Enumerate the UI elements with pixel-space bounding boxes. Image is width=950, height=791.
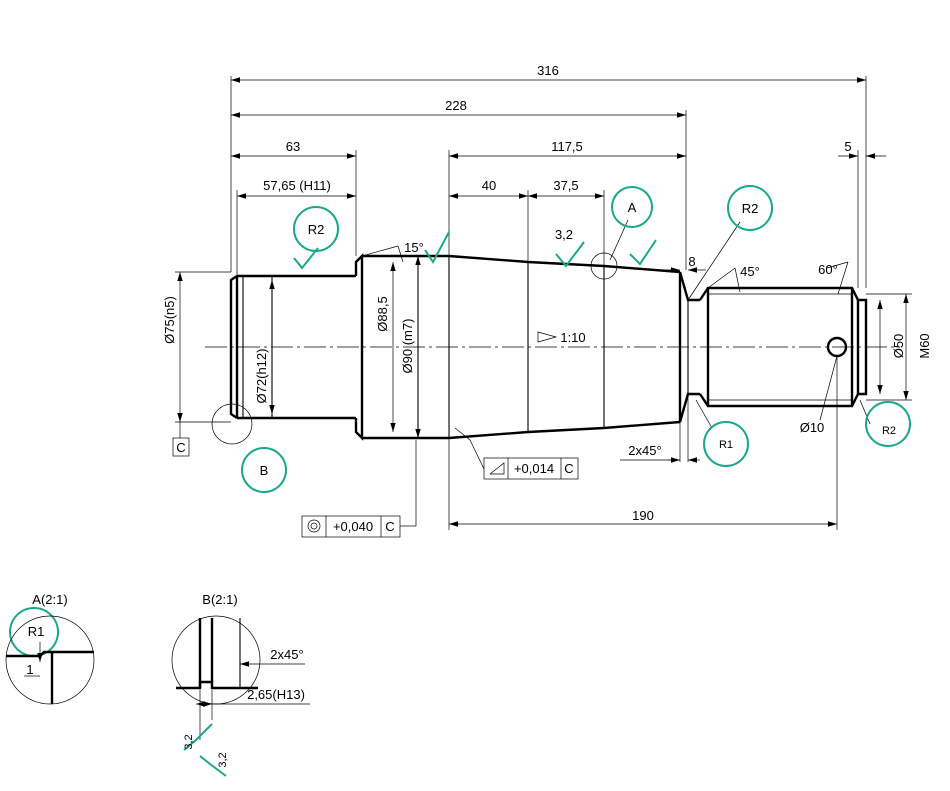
view-a-marker <box>590 252 618 280</box>
dim-316: 316 <box>537 63 559 78</box>
dia-75: Ø75(n5) <box>162 296 177 344</box>
detail-b-title: B(2:1) <box>202 592 237 607</box>
concentric-value: +0,040 <box>333 519 373 534</box>
taper-symbol-icon <box>537 331 558 343</box>
label-view-b: B <box>260 463 269 478</box>
concentric-datum: C <box>385 519 394 534</box>
dim-5: 5 <box>844 139 851 154</box>
angle-45: 45° <box>740 264 760 279</box>
label-r2-left: R2 <box>308 222 325 237</box>
dim-40: 40 <box>482 178 496 193</box>
roughness-marks <box>293 231 657 270</box>
shaft-outline <box>229 253 868 441</box>
taper-ratio: 1:10 <box>560 330 585 345</box>
detail-a-title: A(2:1) <box>32 592 67 607</box>
dim-63: 63 <box>286 139 300 154</box>
angle-leaders <box>361 219 871 527</box>
detail-b-chamfer: 2x45° <box>270 647 303 662</box>
label-datum-c: C <box>176 440 185 455</box>
detail-a-radius: R1 <box>28 624 45 639</box>
dim-190: 190 <box>632 508 654 523</box>
detail-b-rough2: 3,2 <box>217 752 229 767</box>
dimension-lines <box>230 76 886 530</box>
dim-117: 117,5 <box>551 139 583 154</box>
label-r1: R1 <box>719 439 733 451</box>
label-r2-thread: R2 <box>882 425 896 437</box>
view-b-marker <box>211 403 253 445</box>
dim-hole: Ø10 <box>800 420 825 435</box>
datum-c <box>172 422 190 457</box>
detail-a-dim: 1 <box>26 662 33 677</box>
dia-50: Ø50 <box>891 334 906 359</box>
angle-15: 15° <box>404 240 424 255</box>
detail-a: A(2:1) R1 1 <box>5 592 95 705</box>
runout-frame <box>483 457 579 480</box>
thread-m60: M60 <box>917 333 932 358</box>
angle-60: 60° <box>818 262 838 277</box>
detail-b-rough1: 3,2 <box>183 734 195 749</box>
dim-37: 37,5 <box>553 178 578 193</box>
runout-value: +0,014 <box>514 461 554 476</box>
dia-88: Ø88,5 <box>375 296 390 331</box>
dim-228: 228 <box>445 98 467 113</box>
annotation-circles <box>9 185 911 657</box>
detail-b: B(2:1) 2x45° 2,65(H13) 3,2 3,2 <box>171 592 310 777</box>
dim-8: 8 <box>688 254 695 269</box>
runout-datum: C <box>564 461 573 476</box>
diameter-dimensions <box>175 256 912 438</box>
dia-90: Ø90 (m7) <box>400 319 415 374</box>
dia-72: Ø72(h12) <box>254 349 269 404</box>
dim-chamfer: 2x45° <box>628 443 661 458</box>
label-r2-right: R2 <box>742 201 759 216</box>
detail-b-groove: 2,65(H13) <box>247 687 305 702</box>
label-view-a: A <box>628 200 637 215</box>
dim-57: 57,65 (H11) <box>263 178 331 193</box>
roughness-3-2: 3,2 <box>555 227 573 242</box>
concentric-frame <box>301 515 401 538</box>
